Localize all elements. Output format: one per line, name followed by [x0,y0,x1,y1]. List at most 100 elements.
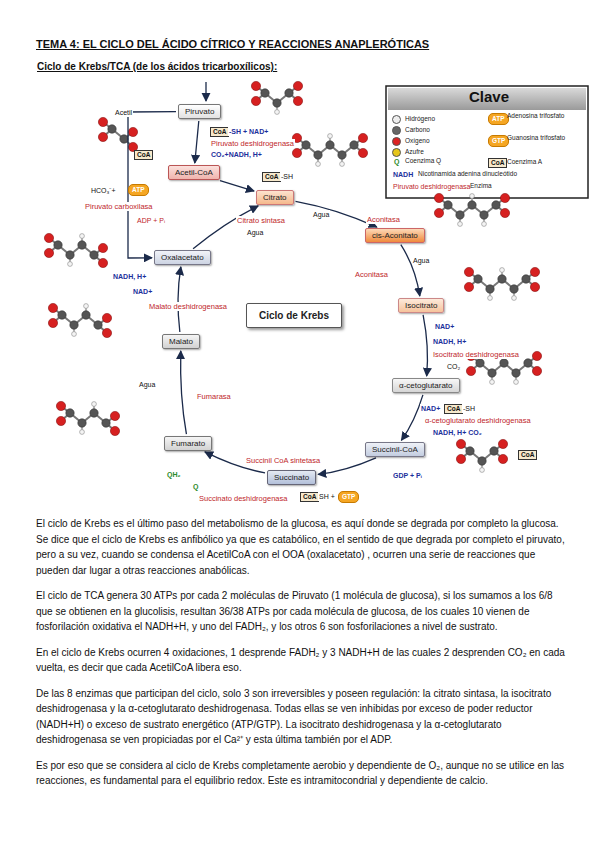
cofactor-label: GTP [338,491,359,503]
carbon-atom [302,141,310,149]
oxygen-atom [44,248,53,257]
legend-text: Azufre [405,148,424,156]
enzyme-label: Malato deshidrogenasa [148,302,228,311]
metabolite-box: Isocitrato [398,298,444,313]
reaction-arrow [195,121,199,163]
node-text: Citrato [263,193,287,202]
cofactor-label: ADP + Pᵢ [136,216,166,225]
cofactor-label: CO₂+NADH, H+ [210,150,263,159]
legend-text: Nicotinamida adenina dinucleótido [418,170,517,178]
cofactor-label: ATP [488,113,509,125]
node-text: Succinil-CoA [372,445,418,454]
carbon-atom [273,99,281,107]
oxygen-atom [530,267,539,276]
oxygen-atom [292,148,301,157]
carbon-atom [474,275,482,283]
oxygen-atom [498,439,507,448]
enzyme-label: Aconitasa [366,215,401,224]
cofactor-label: NADH, H+ CO₂ [432,428,483,437]
carbon-atom [488,369,496,377]
legend-text: Coenzima A [507,158,542,166]
carbon-atom [350,141,358,149]
cofactor-label: Agua [246,228,264,237]
oxygen-atom [98,117,107,126]
legend-swatch [392,148,401,157]
cofactor-label: CoA [262,172,281,182]
node-text: Ciclo de Krebs [259,310,329,321]
oxygen-atom [102,328,111,337]
enzyme-label: Succinato deshidrogenasa [198,494,288,503]
carbon-atom [108,125,116,133]
carbon-atom [338,151,346,159]
carbon-atom [444,201,452,209]
oxygen-atom [110,411,119,420]
hydrogen-atom [470,194,475,199]
metabolite-box: Piruvato [178,104,221,119]
hydrogen-atom [500,268,505,273]
hydrogen-atom [275,110,280,115]
carbon-atom [478,457,486,465]
metabolite-box: Fumarato [164,436,212,451]
legend-swatch [392,137,401,146]
oxygen-atom [464,267,473,276]
oxygen-atom [434,193,443,202]
hydrogen-atom [80,234,85,239]
carbon-atom [326,141,334,149]
hydrogen-atom [316,162,321,167]
carbon-atom [498,275,506,283]
cofactor-label: -SH [462,404,476,413]
oxygen-atom [98,243,107,252]
hydrogen-atom [80,430,85,435]
cofactor-label: NADH, H+ [112,272,147,281]
oxygen-atom [251,96,260,105]
oxygen-atom [48,303,57,312]
carbon-atom [456,211,464,219]
reaction-arrow [178,267,181,332]
legend-text: Oxígeno [405,137,430,145]
carbon-atom [66,409,74,417]
legend-text: Carbono [405,126,430,134]
oxygen-atom [456,454,465,463]
body-paragraph: El ciclo de Krebs es el último paso del … [36,516,566,578]
carbon-atom [82,311,90,319]
oxygen-atom [532,351,541,360]
oxygen-atom [110,426,119,435]
cofactor-label: CO₂ [446,362,461,371]
legend-text: Coenzima Q [405,157,441,165]
enzyme-label: α-cetoglutarato deshidrogenasa [424,416,532,425]
oxygen-atom [434,208,443,217]
hydrogen-atom [490,380,495,385]
enzyme-label: Aconitasa [354,270,389,279]
metabolite-box: Succinato [267,470,316,485]
reaction-arrow [128,112,176,258]
cofactor-label: QH₂ [166,470,182,479]
cofactor-label: CoA [518,450,537,460]
legend-box [386,86,588,198]
oxygen-atom [358,148,367,157]
enzyme-label: Piruvato carboxilasa [84,202,154,211]
cofactor-label: Agua [412,256,430,265]
carbon-atom [66,251,74,259]
reaction-arrow [318,458,376,475]
reaction-arrow [401,245,420,296]
carbon-atom [90,409,98,417]
enzyme-label: Citrato sintasa [236,216,286,225]
metabolite-box: Citrato [256,190,294,205]
section-heading: Ciclo de Krebs/TCA (de los ácidos tricar… [36,62,278,71]
node-text: Succinato [274,473,309,482]
hydrogen-atom [72,332,77,337]
body-paragraph: De las 8 enzimas que participan del cicl… [36,686,566,748]
legend-text: Hidrógeno [405,115,435,123]
enzyme-label: Succinil CoA sintetasa [245,456,321,465]
cofactor-label: NAD+ [434,322,455,331]
metabolite-box: Acetil-CoA [168,165,220,180]
body-paragraph: En el ciclo de Krebs ocurren 4 oxidacion… [36,645,566,676]
metabolite-box: cis-Aconitato [365,228,425,243]
oxygen-atom [56,416,65,425]
cofactor-label: GTP [488,135,509,147]
oxygen-atom [56,401,65,410]
carbon-atom [261,89,269,97]
cofactor-label: NADH, H+ [432,337,467,346]
oxygen-atom [532,366,541,375]
